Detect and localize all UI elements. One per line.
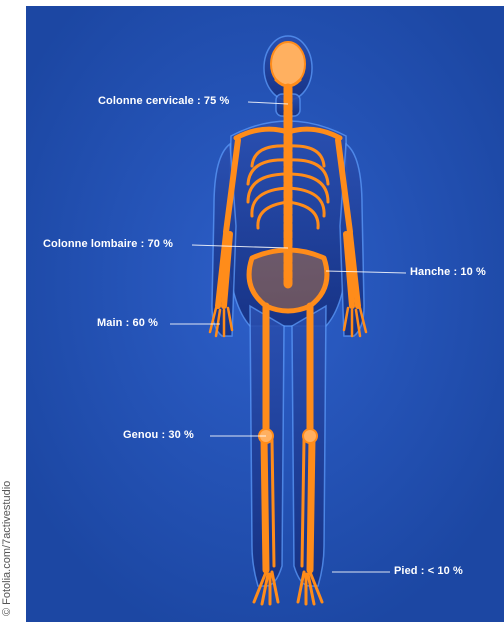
credit-strip: © Fotolia.com/7activestudio <box>0 0 26 622</box>
label-foot: Pied : < 10 % <box>394 565 463 577</box>
label-lumbar-spine: Colonne lombaire : 70 % <box>43 238 173 250</box>
pelvis <box>249 250 327 311</box>
label-hand: Main : 60 % <box>97 317 158 329</box>
label-knee: Genou : 30 % <box>123 429 194 441</box>
right-knee <box>303 429 317 443</box>
label-hip: Hanche : 10 % <box>410 266 486 278</box>
label-cervical-spine: Colonne cervicale : 75 % <box>98 95 229 107</box>
anatomy-panel: Colonne cervicale : 75 % Colonne lombair… <box>26 6 504 622</box>
photo-credit: © Fotolia.com/7activestudio <box>1 481 13 616</box>
